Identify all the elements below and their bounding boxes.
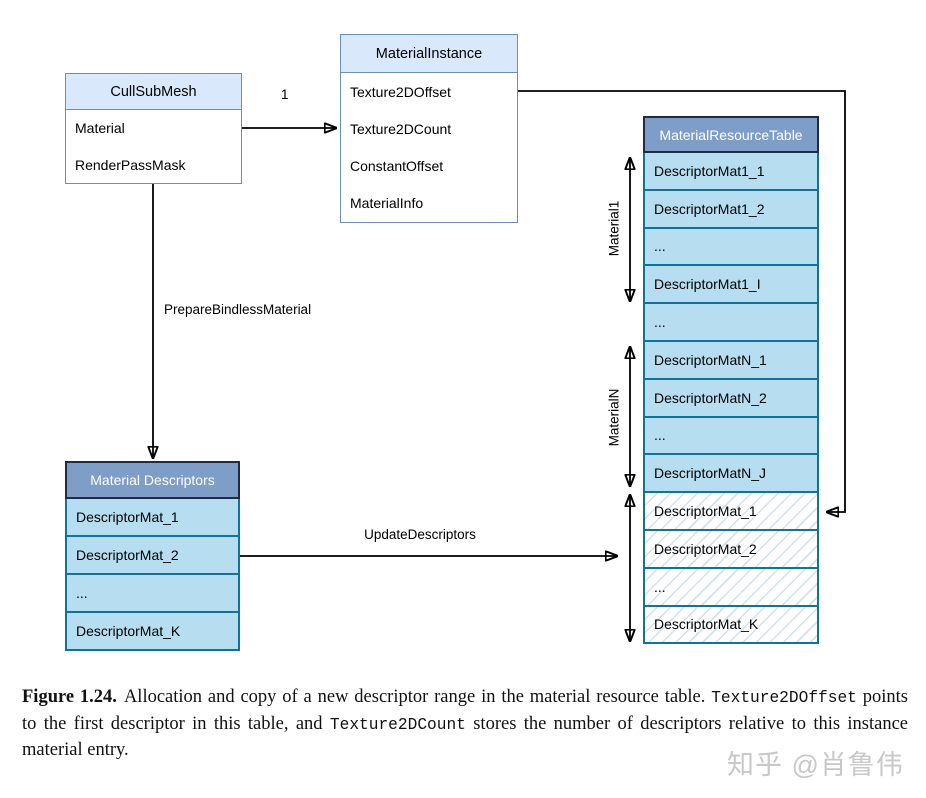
resource-table-row: DescriptorMatN_2 [643, 379, 819, 418]
materialinstance-title: MaterialInstance [341, 35, 517, 73]
materialinstance-field-texture2dcount: Texture2DCount [350, 120, 452, 137]
cullsubmesh-field-material: Material [75, 120, 125, 137]
caption-code-texture2doffset: Texture2DOffset [711, 689, 857, 707]
descriptor-row: DescriptorMat_1 [65, 499, 240, 537]
resource-table-row: DescriptorMat1_2 [643, 190, 819, 229]
edge-label-multiplicity: 1 [281, 87, 289, 102]
caption-text-1: Allocation and copy of a new descriptor … [123, 687, 712, 707]
material-resource-table-title: MaterialResourceTable [643, 116, 819, 153]
figure-caption: Figure 1.24. Allocation and copy of a new… [22, 684, 908, 764]
materialinstance-field-constantoffset: ConstantOffset [350, 157, 444, 174]
figure-caption-number: Figure 1.24. [22, 687, 117, 707]
caption-text-3: stores the number of descriptors relativ… [22, 713, 908, 761]
cullsubmesh-title: CullSubMesh [66, 74, 241, 110]
bracket-label-material1: Material1 [606, 200, 622, 257]
resource-table-row-ellipsis: ... [643, 304, 819, 342]
resource-table-row-new-range: DescriptorMat_2 [643, 530, 819, 569]
resource-table-row: DescriptorMat1_I [643, 266, 819, 305]
resource-table-row-ellipsis: ... [643, 228, 819, 267]
resource-table-row: DescriptorMatN_1 [643, 341, 819, 380]
descriptor-row-ellipsis: ... [65, 575, 240, 613]
materialinstance-field-texture2doffset: Texture2DOffset [350, 83, 451, 100]
material-descriptors-table: Material Descriptors DescriptorMat_1 Des… [65, 461, 240, 651]
descriptor-row: DescriptorMat_2 [65, 537, 240, 575]
resource-table-row-new-range-ellipsis: ... [643, 568, 819, 607]
material-descriptors-title: Material Descriptors [65, 461, 240, 499]
material-resource-table: MaterialResourceTable DescriptorMat1_1 D… [643, 116, 819, 645]
caption-code-texture2dcount: Texture2DCount [329, 715, 466, 734]
resource-table-row-new-range: DescriptorMat_1 [643, 493, 819, 531]
caption-text-2: points to the first descriptor in this t… [22, 687, 908, 734]
materialinstance-field-materialinfo: MaterialInfo [350, 194, 424, 211]
resource-table-row-new-range: DescriptorMat_K [643, 606, 819, 645]
resource-table-row-ellipsis: ... [643, 417, 819, 456]
zhihu-watermark: 知乎 @肖鲁伟 [727, 750, 904, 780]
resource-table-row: DescriptorMat1_1 [643, 153, 819, 191]
resource-table-row: DescriptorMatN_J [643, 455, 819, 494]
descriptor-row: DescriptorMat_K [65, 613, 240, 651]
edge-label-updatedescriptors: UpdateDescriptors [364, 527, 476, 542]
materialinstance-class-box: MaterialInstance Texture2DOffset Texture… [340, 34, 518, 223]
bracket-label-materialn: MaterialN [606, 388, 622, 447]
cullsubmesh-field-renderpassmask: RenderPassMask [75, 156, 186, 173]
edge-label-preparebindlessmaterial: PrepareBindlessMaterial [164, 302, 312, 317]
cullsubmesh-class-box: CullSubMesh Material RenderPassMask [65, 73, 242, 184]
